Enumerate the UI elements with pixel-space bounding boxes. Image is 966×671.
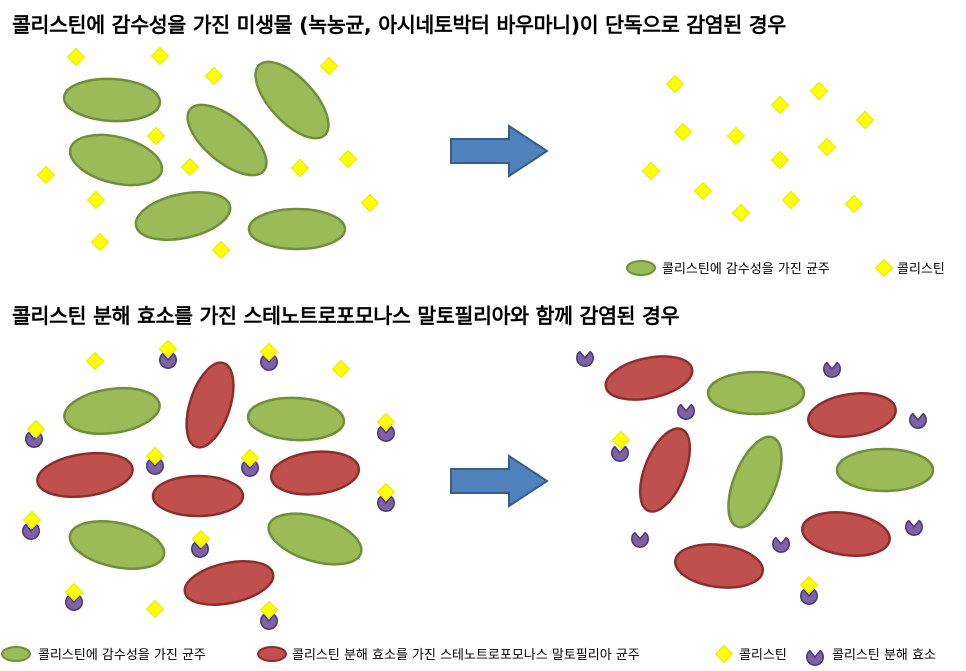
colistin-diamond-icon <box>782 191 800 209</box>
colistin-diamond-icon <box>212 241 230 259</box>
scenario1-title: 콜리스틴에 감수성을 가진 미생물 (녹농균, 아시네토박터 바우마니)이 단독… <box>12 13 786 37</box>
colistin-diamond-icon <box>37 166 55 184</box>
enzyme-pacman-icon <box>822 361 842 378</box>
colistin-diamond-icon <box>771 96 789 114</box>
enzyme-pacman-icon <box>904 519 924 536</box>
red-bacterium <box>638 427 692 513</box>
red-bacterium <box>185 361 235 449</box>
green-bacterium <box>62 77 162 123</box>
scenario1-legend: 콜리스틴에 감수성을 가진 균주 콜리스틴 <box>626 259 945 277</box>
red-bacterium <box>151 474 245 518</box>
green-bacterium <box>835 447 935 493</box>
legend-green-bacterium-icon <box>1 646 31 662</box>
red-bacterium <box>807 392 897 438</box>
colistin-diamond-icon <box>181 158 199 176</box>
colistin-diamond-icon <box>332 360 350 378</box>
colistin-diamond-icon <box>732 204 750 222</box>
red-bacterium <box>36 451 134 499</box>
colistin-diamond-icon <box>818 138 836 156</box>
colistin-diamond-icon <box>86 352 104 370</box>
colistin-diamond-icon <box>694 182 712 200</box>
scenario2-legend: 콜리스틴에 감수성을 가진 균주 콜리스틴 분해 효소를 가진 스테노트로포모나… <box>1 645 936 666</box>
colistin-diamond-icon <box>147 127 165 145</box>
colistin-diamond-icon <box>151 47 169 65</box>
red-bacterium <box>183 560 275 606</box>
green-bacterium <box>63 386 161 436</box>
legend-enzyme-icon <box>805 649 825 666</box>
colistin-diamond-icon <box>91 233 109 251</box>
legend-susceptible-label: 콜리스틴에 감수성을 가진 균주 <box>38 648 206 663</box>
legend-enzyme-label: 콜리스틴 분해 효소 <box>832 648 936 663</box>
green-bacterium <box>247 207 347 251</box>
colistin-diamond-icon <box>339 150 357 168</box>
colistin-diamond-icon <box>291 159 309 177</box>
scenario2-before-cluster <box>21 340 396 630</box>
legend-stenotrophomonas-label: 콜리스틴 분해 효소를 가진 스테노트로포모나스 말토필리아 균주 <box>292 648 640 663</box>
arrow-right-icon <box>450 125 548 177</box>
legend-green-bacterium-icon <box>626 260 656 276</box>
green-bacterium <box>254 60 330 140</box>
colistin-diamond-icon <box>87 191 105 209</box>
enzyme-pacman-icon <box>676 403 696 420</box>
red-bacterium <box>801 511 891 557</box>
green-bacterium <box>186 103 268 177</box>
scenario1-after-cluster <box>642 75 874 222</box>
red-bacterium <box>604 355 694 401</box>
enzyme-pacman-icon <box>575 350 595 367</box>
green-bacterium <box>727 435 783 529</box>
scenario1-before-cluster <box>37 47 379 259</box>
colistin-diamond-icon <box>146 600 164 618</box>
enzyme-pacman-icon <box>630 531 650 548</box>
arrow-right-icon <box>450 455 548 507</box>
colistin-diamond-icon <box>361 194 379 212</box>
legend-colistin-label: 콜리스틴 <box>739 648 787 663</box>
green-bacterium <box>134 191 232 241</box>
enzyme-pacman-icon <box>610 445 630 462</box>
colistin-diamond-icon <box>666 75 684 93</box>
colistin-diamond-icon <box>205 67 223 85</box>
scenario2-after-cluster <box>575 350 935 605</box>
green-bacterium <box>246 396 346 442</box>
red-bacterium <box>674 543 764 589</box>
legend-red-bacterium-icon <box>257 646 287 662</box>
enzyme-pacman-icon <box>771 536 791 553</box>
colistin-diamond-icon <box>67 48 85 66</box>
green-bacterium <box>68 133 164 187</box>
colistin-diamond-icon <box>727 127 745 145</box>
green-bacterium <box>68 520 166 570</box>
colistin-diamond-icon <box>642 162 660 180</box>
colistin-diamond-icon <box>845 195 863 213</box>
scenario2-title: 콜리스틴 분해 효소를 가진 스테노트로포모나스 말토필리아와 함께 감염된 경… <box>12 304 680 328</box>
legend-colistin-label: 콜리스틴 <box>897 262 945 277</box>
red-bacterium <box>269 450 361 496</box>
colistin-diamond-icon <box>810 82 828 100</box>
colistin-diamond-icon <box>320 57 338 75</box>
colistin-diamond-icon <box>674 123 692 141</box>
green-bacterium <box>267 512 363 566</box>
legend-colistin-icon <box>715 645 733 663</box>
colistin-diamond-icon <box>856 111 874 129</box>
green-bacterium <box>706 370 806 416</box>
enzyme-pacman-icon <box>908 412 928 429</box>
colistin-diamond-icon <box>771 151 789 169</box>
legend-colistin-icon <box>875 259 893 277</box>
legend-susceptible-label: 콜리스틴에 감수성을 가진 균주 <box>662 262 830 277</box>
